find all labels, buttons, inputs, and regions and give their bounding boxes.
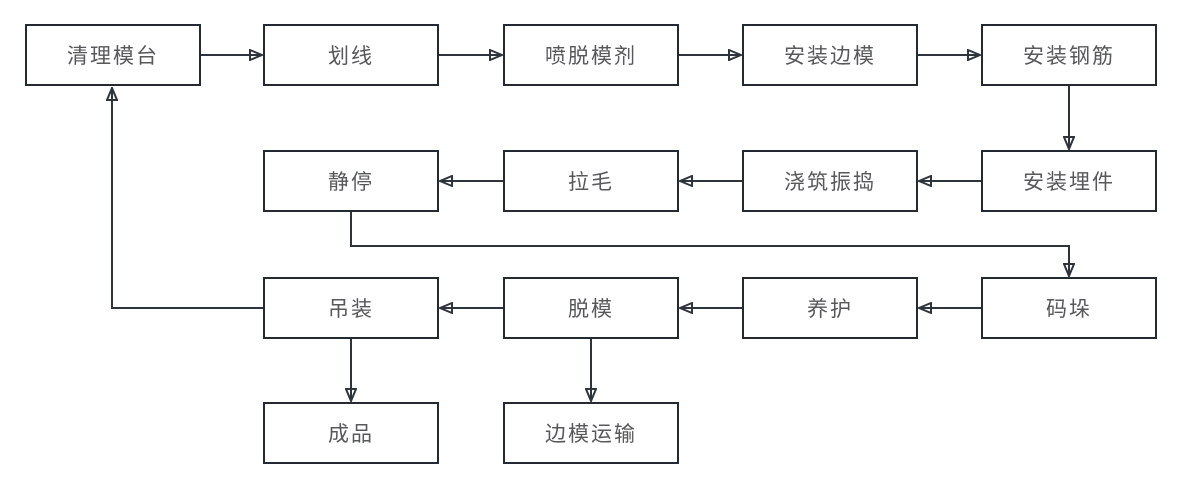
node-demolding: 脱模 [503,277,679,339]
node-install-side-molds: 安装边模 [742,24,918,86]
edge-hoisting-to-clean-mold-table [112,88,263,309]
node-curing: 养护 [742,277,918,339]
node-clean-mold-table: 清理模台 [25,24,201,86]
node-resting: 静停 [263,150,439,212]
node-install-rebar: 安装钢筋 [981,24,1157,86]
node-stacking: 码垛 [981,277,1157,339]
node-install-embedded-parts: 安装埋件 [981,150,1157,212]
node-marking: 划线 [263,24,439,86]
node-hoisting: 吊装 [263,277,439,339]
node-pour-and-vibrate: 浇筑振捣 [742,150,918,212]
edge-resting-to-stacking [350,212,1069,276]
node-roughening: 拉毛 [503,150,679,212]
node-spray-release-agent: 喷脱模剂 [503,24,679,86]
node-finished-product: 成品 [263,402,439,464]
node-side-mold-transport: 边模运输 [503,402,679,464]
